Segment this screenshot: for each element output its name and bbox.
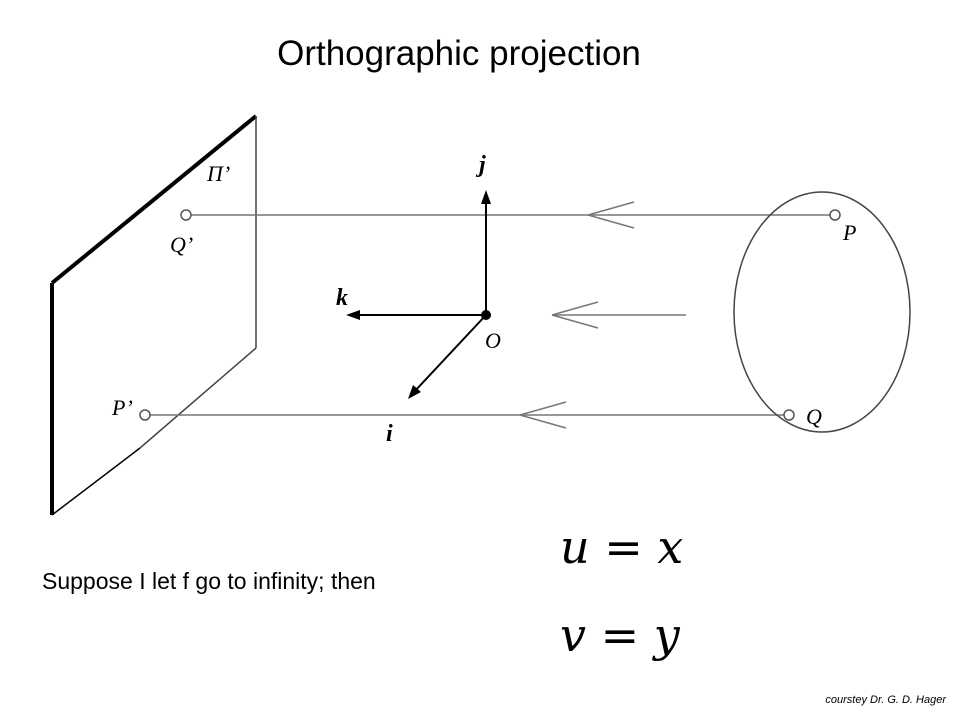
ray-arrow-top: [587, 201, 635, 229]
image-plane: [50, 114, 258, 516]
label-axis-i: i: [386, 421, 393, 447]
ray-arrow-bottom: [519, 401, 567, 429]
label-axis-k: k: [336, 285, 348, 311]
equation-v: v = y: [560, 608, 680, 662]
credit-text: courstey Dr. G. D. Hager: [825, 694, 946, 706]
page-title: Orthographic projection: [277, 34, 641, 73]
point-p-prime-marker: [139, 409, 151, 421]
label-q-prime: Q’: [170, 232, 193, 257]
direction-arrow-head: [551, 301, 599, 329]
plane-label: Π’: [206, 161, 230, 186]
caption-text: Suppose I let f go to infinity; then: [42, 568, 376, 594]
equation-u: u = x: [560, 520, 684, 574]
label-q: Q: [806, 404, 822, 429]
coordinate-frame: [346, 190, 491, 399]
label-p-prime: P’: [111, 395, 133, 420]
label-p: P: [842, 220, 856, 245]
label-origin: O: [485, 328, 501, 353]
label-axis-j: j: [475, 152, 486, 178]
object-ellipse: [733, 191, 911, 433]
point-p-marker: [829, 209, 841, 221]
point-q-marker: [783, 409, 795, 421]
point-q-prime-marker: [180, 209, 192, 221]
